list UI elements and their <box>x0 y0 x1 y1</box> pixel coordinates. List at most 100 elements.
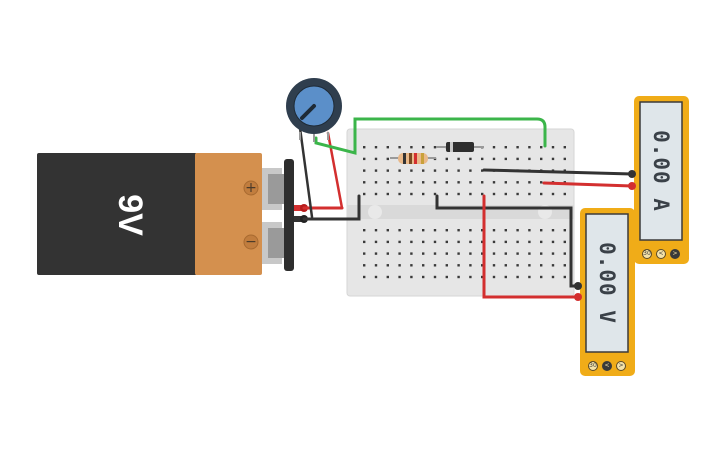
breadboard-hole[interactable] <box>469 157 472 161</box>
breadboard-hole[interactable] <box>563 275 566 279</box>
breadboard-hole[interactable] <box>433 275 437 279</box>
breadboard-hole[interactable] <box>516 240 519 244</box>
breadboard-hole[interactable] <box>445 240 448 244</box>
breadboard-hole[interactable] <box>540 157 543 161</box>
breadboard-hole[interactable] <box>481 229 484 232</box>
breadboard-hole[interactable] <box>528 229 531 232</box>
breadboard-hole[interactable] <box>445 275 448 279</box>
breadboard-hole[interactable] <box>563 146 566 149</box>
breadboard-hole[interactable] <box>374 252 378 255</box>
breadboard-hole[interactable] <box>540 240 543 244</box>
breadboard-hole[interactable] <box>528 192 531 196</box>
breadboard-hole[interactable] <box>410 229 413 232</box>
breadboard-hole[interactable] <box>504 252 507 255</box>
breadboard-hole[interactable] <box>457 192 460 196</box>
breadboard-hole[interactable] <box>363 252 366 255</box>
breadboard-hole[interactable] <box>422 146 425 149</box>
breadboard-hole[interactable] <box>363 146 366 149</box>
voltmeter[interactable] <box>574 208 635 376</box>
breadboard-hole[interactable] <box>551 275 555 279</box>
breadboard-hole[interactable] <box>551 240 555 244</box>
breadboard-hole[interactable] <box>481 240 484 244</box>
breadboard-hole[interactable] <box>481 275 484 279</box>
breadboard-hole[interactable] <box>551 264 555 267</box>
breadboard-hole[interactable] <box>457 275 460 279</box>
breadboard-hole[interactable] <box>528 264 531 267</box>
breadboard-hole[interactable] <box>433 169 437 172</box>
breadboard-hole[interactable] <box>433 146 437 149</box>
ammeter-prev-button[interactable]: < <box>656 249 666 259</box>
breadboard-hole[interactable] <box>469 181 472 184</box>
breadboard-hole[interactable] <box>398 275 401 279</box>
breadboard-hole[interactable] <box>410 240 413 244</box>
breadboard-hole[interactable] <box>504 240 507 244</box>
diode[interactable] <box>436 142 484 152</box>
breadboard-hole[interactable] <box>410 192 413 196</box>
breadboard-hole[interactable] <box>469 192 472 196</box>
ammeter[interactable] <box>628 96 689 264</box>
breadboard-hole[interactable] <box>445 192 448 196</box>
breadboard-hole[interactable] <box>481 157 484 161</box>
breadboard-hole[interactable] <box>422 240 425 244</box>
breadboard-hole[interactable] <box>398 146 401 149</box>
breadboard-hole[interactable] <box>445 229 448 232</box>
battery-9v[interactable] <box>37 153 284 275</box>
breadboard-hole[interactable] <box>410 169 413 172</box>
breadboard-hole[interactable] <box>422 229 425 232</box>
breadboard-hole[interactable] <box>433 252 437 255</box>
breadboard-hole[interactable] <box>469 264 472 267</box>
breadboard-hole[interactable] <box>516 252 519 255</box>
breadboard-hole[interactable] <box>492 146 496 149</box>
breadboard-hole[interactable] <box>492 240 496 244</box>
breadboard-hole[interactable] <box>516 264 519 267</box>
breadboard-hole[interactable] <box>563 252 566 255</box>
breadboard-hole[interactable] <box>410 252 413 255</box>
breadboard-hole[interactable] <box>374 192 378 196</box>
breadboard-hole[interactable] <box>551 157 555 161</box>
breadboard-hole[interactable] <box>504 275 507 279</box>
breadboard-hole[interactable] <box>540 229 543 232</box>
breadboard-hole[interactable] <box>363 229 366 232</box>
breadboard-hole[interactable] <box>363 264 366 267</box>
breadboard-hole[interactable] <box>504 192 507 196</box>
breadboard-hole[interactable] <box>563 264 566 267</box>
breadboard-hole[interactable] <box>422 264 425 267</box>
breadboard-hole[interactable] <box>433 192 437 196</box>
breadboard-hole[interactable] <box>386 169 389 172</box>
breadboard-hole[interactable] <box>504 229 507 232</box>
breadboard-hole[interactable] <box>540 264 543 267</box>
breadboard-hole[interactable] <box>422 252 425 255</box>
breadboard-hole[interactable] <box>540 252 543 255</box>
breadboard-hole[interactable] <box>398 181 401 184</box>
breadboard-hole[interactable] <box>433 264 437 267</box>
breadboard-hole[interactable] <box>386 192 389 196</box>
breadboard-hole[interactable] <box>492 157 496 161</box>
breadboard-hole[interactable] <box>551 146 555 149</box>
breadboard-hole[interactable] <box>374 229 378 232</box>
breadboard-hole[interactable] <box>363 192 366 196</box>
breadboard-hole[interactable] <box>422 275 425 279</box>
breadboard-hole[interactable] <box>504 146 507 149</box>
breadboard-hole[interactable] <box>410 181 413 184</box>
breadboard-hole[interactable] <box>469 229 472 232</box>
breadboard-hole[interactable] <box>410 264 413 267</box>
breadboard-hole[interactable] <box>445 181 448 184</box>
breadboard-hole[interactable] <box>563 229 566 232</box>
breadboard-hole[interactable] <box>481 252 484 255</box>
breadboard-hole[interactable] <box>386 229 389 232</box>
voltmeter-mode-button[interactable]: 30 <box>588 361 598 371</box>
breadboard-hole[interactable] <box>386 240 389 244</box>
breadboard-hole[interactable] <box>492 181 496 184</box>
breadboard-hole[interactable] <box>551 252 555 255</box>
breadboard-hole[interactable] <box>374 240 378 244</box>
breadboard-hole[interactable] <box>492 229 496 232</box>
breadboard-hole[interactable] <box>398 169 401 172</box>
breadboard-hole[interactable] <box>374 146 378 149</box>
breadboard-hole[interactable] <box>374 157 378 161</box>
breadboard-hole[interactable] <box>457 169 460 172</box>
breadboard-hole[interactable] <box>540 146 543 149</box>
breadboard-hole[interactable] <box>457 157 460 161</box>
breadboard-hole[interactable] <box>516 157 519 161</box>
breadboard-hole[interactable] <box>386 181 389 184</box>
voltmeter-next-button[interactable]: > <box>616 361 626 371</box>
